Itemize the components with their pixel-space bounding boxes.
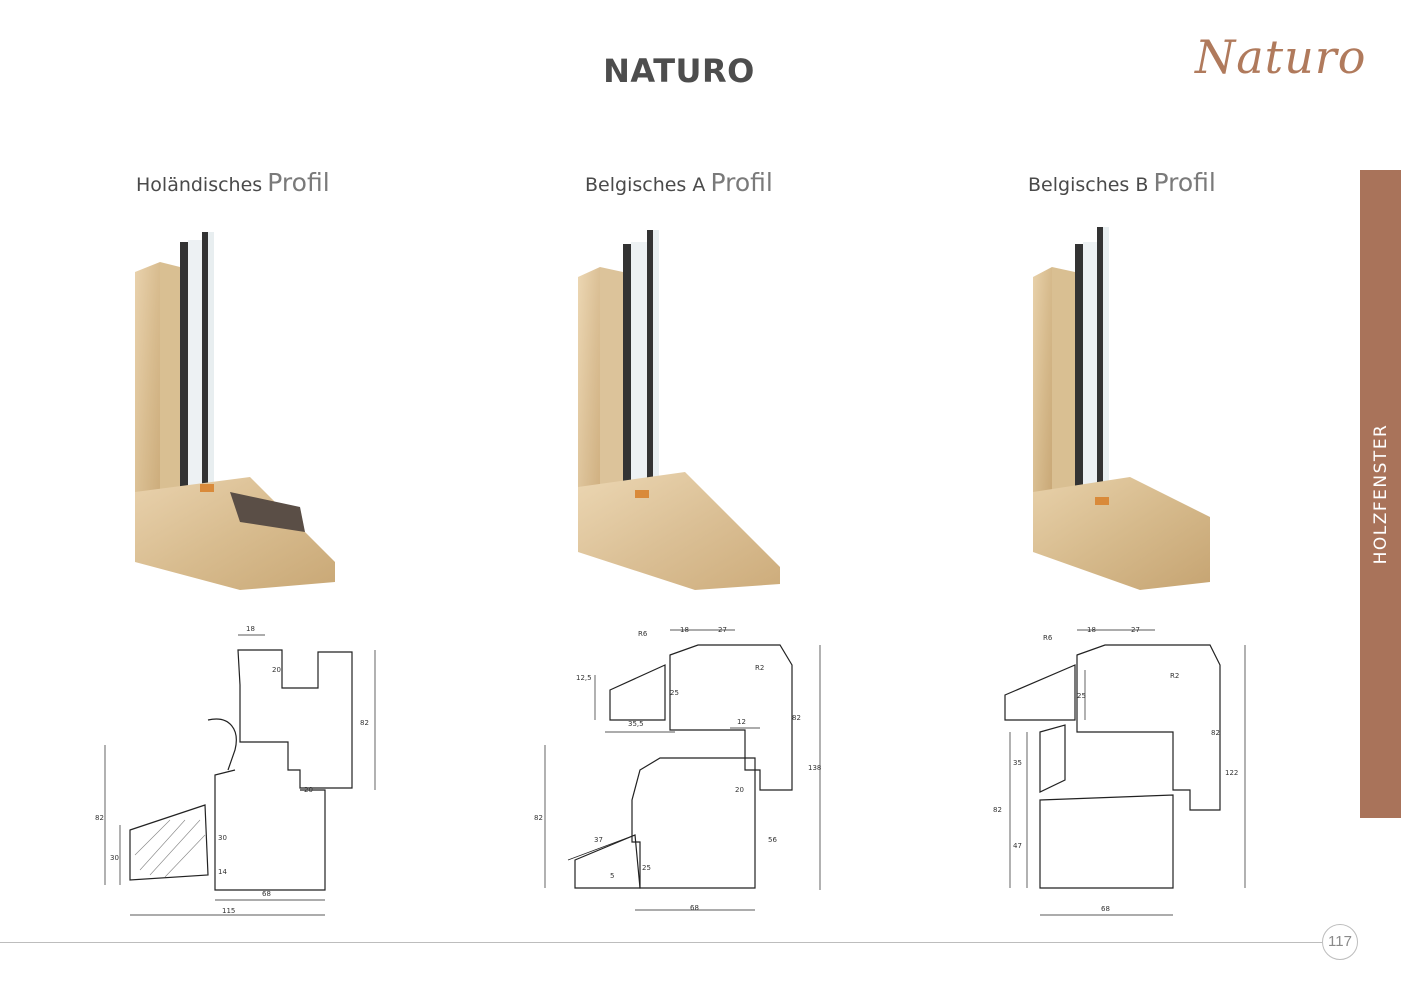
profile-word: Profil: [267, 168, 330, 197]
dim-label: 14: [218, 868, 227, 876]
dim-label: 18: [680, 626, 689, 634]
window-photo-1: [135, 232, 335, 590]
dim-label: 12: [737, 718, 746, 726]
profile-name: Holändisches: [136, 174, 263, 196]
dim-label: 35: [1013, 759, 1022, 767]
dim-label: 5: [610, 872, 614, 880]
dim-label: 20: [304, 786, 313, 794]
dim-label: 122: [1225, 769, 1238, 777]
dim-label: R6: [638, 630, 648, 638]
dim-label: 12,5: [576, 674, 592, 682]
footer-divider: [0, 942, 1322, 943]
dim-label: 18: [246, 625, 255, 633]
dim-label: 25: [1077, 692, 1086, 700]
profile-heading-2: Belgisches A Profil: [585, 168, 773, 197]
page-title: NATURO: [603, 52, 755, 90]
dim-label: 82: [360, 719, 369, 727]
dim-label: 47: [1013, 842, 1022, 850]
dim-label: 30: [218, 834, 227, 842]
dim-label: 18: [1087, 626, 1096, 634]
dim-label: 30: [110, 854, 119, 862]
dim-label: 27: [718, 626, 727, 634]
dim-label: R2: [1170, 672, 1179, 680]
dim-label: 138: [808, 764, 821, 772]
section-tab-label: HOLZFENSTER: [1370, 423, 1391, 565]
dim-label: 56: [768, 836, 777, 844]
dim-label: 37: [594, 836, 603, 844]
dim-label: 68: [262, 890, 271, 898]
dim-label: 68: [690, 904, 699, 912]
dim-label: 82: [95, 814, 104, 822]
profile-heading-3: Belgisches B Profil: [1028, 168, 1216, 197]
dim-label: R6: [1043, 634, 1053, 642]
window-photo-2: [578, 230, 780, 590]
window-photo-3: [1033, 227, 1210, 590]
profile-word: Profil: [710, 168, 773, 197]
profile-name: Belgisches B: [1028, 174, 1149, 196]
profile-drawing-1: 18 20 82 20 82 30 30 14 68 115: [95, 625, 376, 916]
dim-label: 27: [1131, 626, 1140, 634]
section-tab: HOLZFENSTER: [1360, 170, 1401, 818]
dim-label: 115: [222, 907, 235, 915]
dim-label: 82: [993, 806, 1002, 814]
dim-label: 20: [272, 666, 281, 674]
dim-label: 82: [792, 714, 801, 722]
dim-label: 20: [735, 786, 744, 794]
profile-drawing-2: R6 18 27 R2 12,5 25 35,5 82 138 12 82 20…: [534, 626, 821, 912]
dim-label: 25: [670, 689, 679, 697]
profile-heading-1: Holändisches Profil: [136, 168, 330, 197]
dim-label: 25: [642, 864, 651, 872]
brand-logo: Naturo: [1195, 30, 1367, 84]
dim-label: 35,5: [628, 720, 644, 728]
dim-label: 82: [534, 814, 543, 822]
page-number: 117: [1322, 924, 1358, 960]
profile-name: Belgisches A: [585, 174, 706, 196]
dim-label: R2: [755, 664, 764, 672]
dim-label: 82: [1211, 729, 1220, 737]
dim-label: 68: [1101, 905, 1110, 913]
profile-drawing-3: R6 18 27 R2 25 82 122 35 82 47 68: [993, 626, 1246, 916]
profile-word: Profil: [1153, 168, 1216, 197]
